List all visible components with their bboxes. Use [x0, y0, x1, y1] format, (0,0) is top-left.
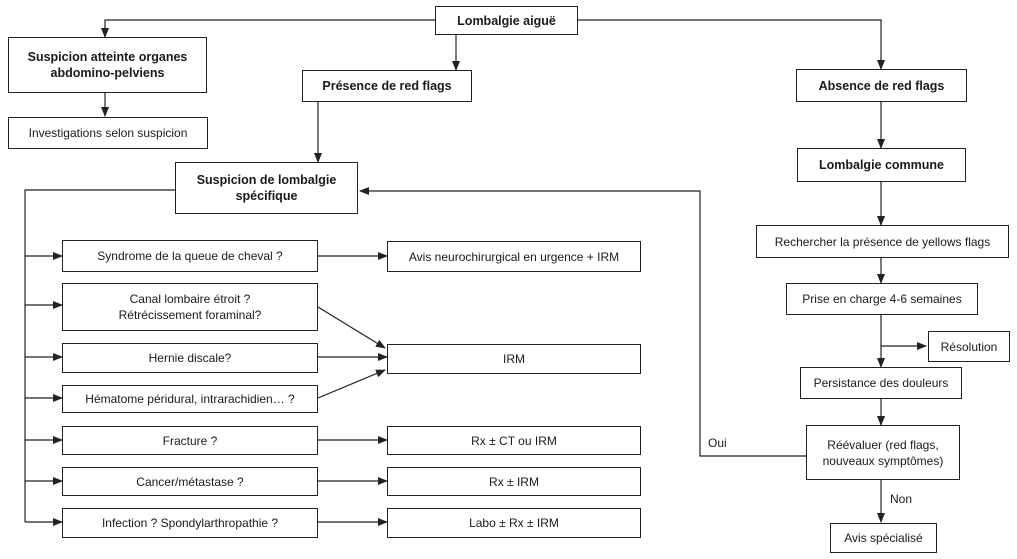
node-label: Rx ± IRM — [489, 474, 539, 489]
node-lombalgie-commune: Lombalgie commune — [797, 148, 966, 182]
node-label: Rechercher la présence de yellows flags — [774, 234, 991, 249]
node-hernie: Hernie discale? — [62, 343, 318, 373]
node-reevaluer: Réévaluer (red flags, nouveaux symptômes… — [806, 425, 960, 480]
node-label: IRM — [503, 352, 525, 366]
node-absence-red-flags: Absence de red flags — [796, 69, 967, 102]
node-prise-en-charge: Prise en charge 4-6 semaines — [786, 283, 978, 315]
node-canal-etroit: Canal lombaire étroit ? Rétrécissement f… — [62, 283, 318, 331]
node-label: Résolution — [940, 339, 998, 354]
node-label: Suspicion de lombalgie spécifique — [196, 173, 337, 203]
edge-hematome-to-irm — [317, 369, 386, 399]
node-avis-neurochir: Avis neurochirurgical en urgence + IRM — [387, 241, 641, 272]
node-label: Avis spécialisé — [844, 531, 923, 545]
node-label: Lombalgie aiguë — [457, 13, 556, 28]
node-label: Infection ? Spondylarthropathie ? — [101, 516, 279, 530]
node-rx-ct: Rx ± CT ou IRM — [387, 426, 641, 455]
node-suspicion-organes: Suspicion atteinte organes abdomino-pelv… — [8, 37, 207, 93]
node-presence-red-flags: Présence de red flags — [302, 70, 472, 102]
node-hematome: Hématome péridural, intrarachidien… ? — [62, 385, 318, 413]
node-infection: Infection ? Spondylarthropathie ? — [62, 508, 318, 538]
node-label: Rx ± CT ou IRM — [471, 433, 557, 448]
node-resolution: Résolution — [928, 331, 1010, 362]
node-fracture: Fracture ? — [62, 426, 318, 455]
edge-label-oui: Oui — [708, 436, 727, 450]
node-lombalgie-aigue: Lombalgie aiguë — [435, 6, 578, 35]
edge-reevaluer-oui-to-specifique — [359, 187, 806, 457]
node-label: Présence de red flags — [322, 79, 452, 93]
edge-aigue-to-organes — [101, 19, 435, 38]
node-irm: IRM — [387, 344, 641, 374]
node-avis-specialise: Avis spécialisé — [830, 523, 937, 553]
node-label: Absence de red flags — [818, 78, 945, 93]
node-label: Hernie discale? — [148, 351, 232, 365]
node-label: Persistance des douleurs — [813, 376, 949, 390]
edge-canal-to-irm — [317, 306, 386, 349]
edge-label-non: Non — [890, 492, 913, 506]
node-label: Avis neurochirurgical en urgence + IRM — [408, 249, 620, 264]
node-investigations: Investigations selon suspicion — [8, 117, 208, 149]
node-label: Prise en charge 4-6 semaines — [802, 292, 962, 306]
node-label: Canal lombaire étroit ? Rétrécissement f… — [118, 292, 262, 322]
spine — [24, 189, 175, 522]
node-persistance: Persistance des douleurs — [800, 367, 962, 399]
edge-aigue-to-absence — [578, 19, 885, 70]
node-label: Réévaluer (red flags, nouveaux symptômes… — [822, 437, 944, 468]
node-label: Lombalgie commune — [818, 158, 945, 172]
node-cancer: Cancer/métastase ? — [62, 467, 318, 496]
node-queue-cheval: Syndrome de la queue de cheval ? — [62, 240, 318, 272]
node-label: Cancer/métastase ? — [136, 474, 244, 489]
node-label: Hématome péridural, intrarachidien… ? — [85, 392, 295, 406]
node-label: Fracture ? — [162, 433, 218, 448]
node-rx-irm: Rx ± IRM — [387, 467, 641, 496]
node-label: Labo ± Rx ± IRM — [469, 516, 559, 530]
node-label: Investigations selon suspicion — [28, 126, 188, 140]
node-label: Syndrome de la queue de cheval ? — [97, 249, 283, 263]
node-label: Suspicion atteinte organes abdomino-pelv… — [27, 50, 188, 80]
node-yellow-flags: Rechercher la présence de yellows flags — [756, 225, 1009, 258]
node-suspicion-specifique: Suspicion de lombalgie spécifique — [175, 162, 358, 214]
node-labo: Labo ± Rx ± IRM — [387, 508, 641, 538]
